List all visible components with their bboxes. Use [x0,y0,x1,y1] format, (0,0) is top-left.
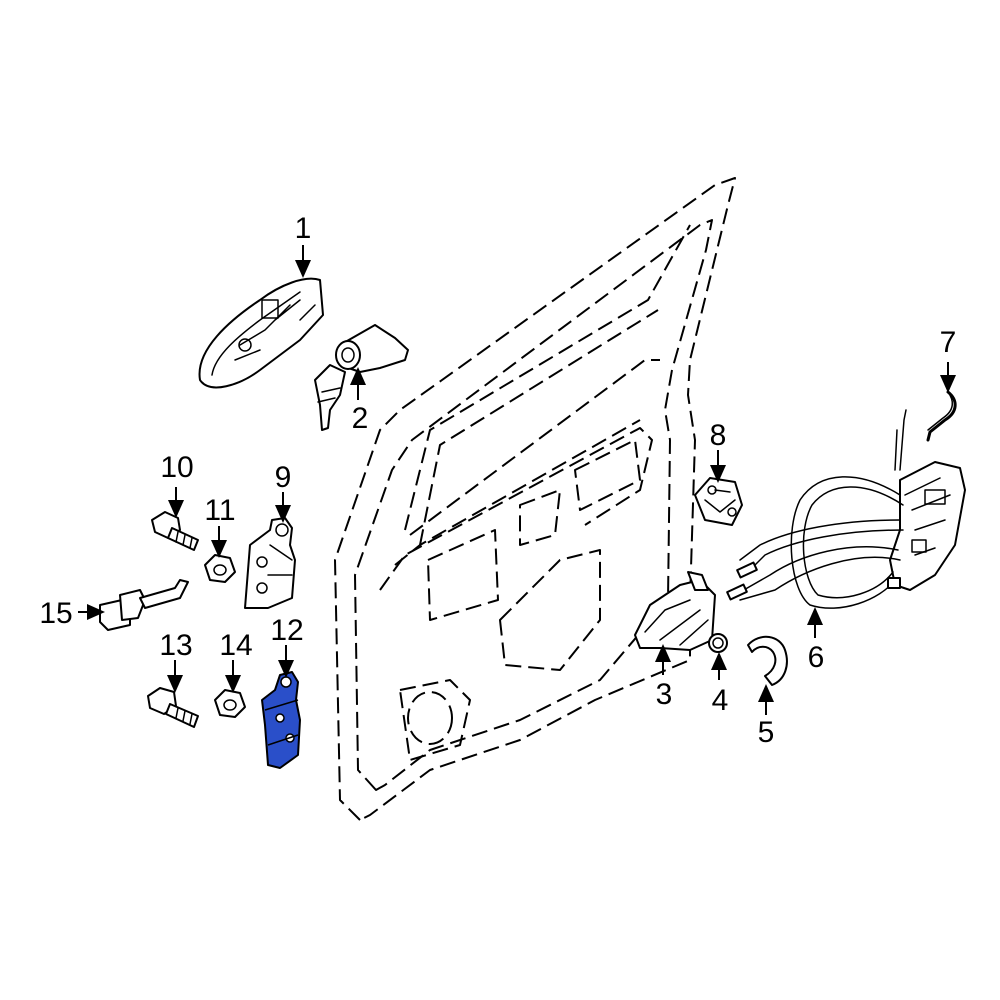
part-2-lock-cylinder [314,324,409,431]
part-9-hinge [244,517,296,609]
callout-12: 12 [270,614,303,647]
part-12-hinge-highlighted [261,671,301,769]
part-3-inside-handle [634,571,716,651]
part-13-bolt [147,687,199,728]
callout-13: 13 [159,629,192,662]
part-5-cover [747,635,788,686]
callout-5: 5 [758,716,775,749]
part-7-rod [926,390,957,442]
callout-3: 3 [656,678,673,711]
part-1-outside-handle [198,277,324,389]
callout-11: 11 [204,494,235,527]
part-15-door-check [99,579,189,631]
callout-1: 1 [295,212,312,245]
part-4-ring [708,633,728,653]
callout-8: 8 [710,419,727,452]
leader-arrows [78,245,956,715]
part-6-lock-actuator [726,409,966,609]
door-outline [334,177,736,821]
callout-14: 14 [219,629,252,662]
part-10-bolt [151,511,199,551]
callout-2: 2 [352,402,369,435]
part-11-nut [204,554,236,583]
part-8-striker [694,477,743,526]
callout-15: 15 [39,597,72,630]
callout-7: 7 [940,326,957,359]
callout-4: 4 [712,684,729,717]
part-14-nut [214,689,246,718]
callout-6: 6 [808,641,825,674]
callout-9: 9 [275,461,292,494]
callout-labels: 1 2 3 4 5 6 7 8 9 10 11 12 13 14 15 [39,212,956,749]
callout-10: 10 [160,451,193,484]
